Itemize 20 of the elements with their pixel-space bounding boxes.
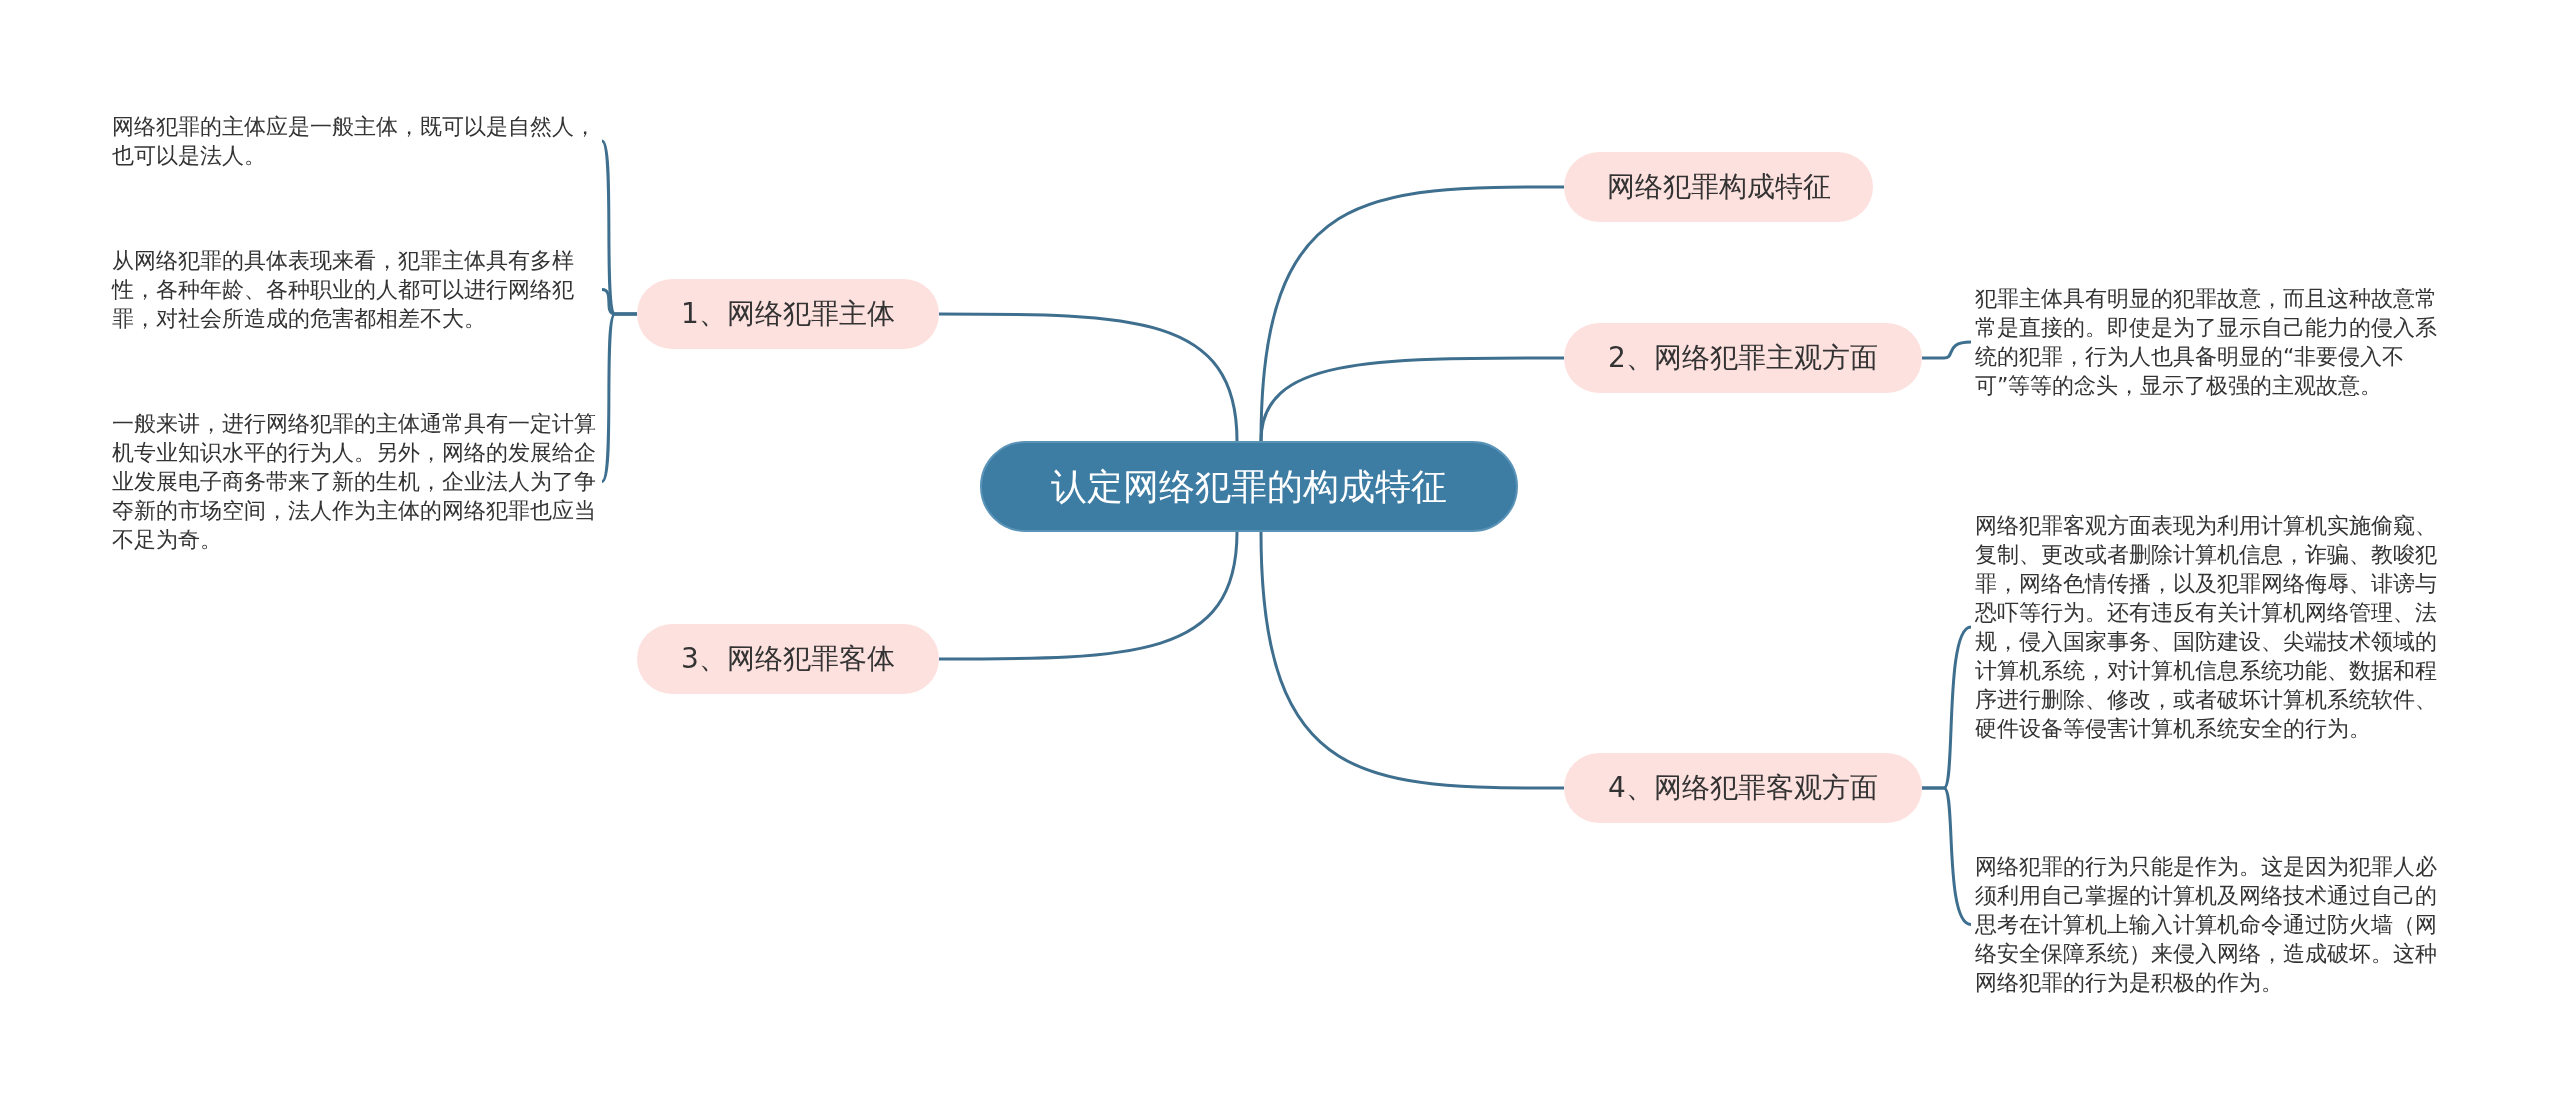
topic-box: 1、网络犯罪主体 xyxy=(637,279,939,349)
connector-line xyxy=(1259,356,1564,442)
topic-box: 2、网络犯罪主观方面 xyxy=(1564,323,1922,393)
note-text: 网络犯罪的主体应是一般主体，既可以是自然人，也可以是法人。 xyxy=(112,112,598,170)
connector-line xyxy=(939,531,1239,661)
connector-line xyxy=(1259,531,1564,790)
connector-line xyxy=(1259,185,1564,442)
connector-line xyxy=(939,312,1239,442)
central-topic: 认定网络犯罪的构成特征 xyxy=(980,441,1518,532)
topic-box: 4、网络犯罪客观方面 xyxy=(1564,753,1922,823)
connector-line xyxy=(600,312,637,483)
note-text: 从网络犯罪的具体表现来看，犯罪主体具有多样性，各种年龄、各种职业的人都可以进行网络犯罪，对社会所造成的危害都相差不大。 xyxy=(112,246,598,333)
note-text: 犯罪主体具有明显的犯罪故意，而且这种故意常常是直接的。即使是为了显示自己能力的侵入系统的犯罪，行为人也具备明显的“非要侵入不可”等等的念头，显示了极强的主观故意。 xyxy=(1975,284,2457,400)
connector-line xyxy=(1922,340,1972,360)
note-text: 网络犯罪客观方面表现为利用计算机实施偷窥、复制、更改或者删除计算机信息，诈骗、教唆犯罪，网络色情传播，以及犯罪网络侮辱、诽谤与恐吓等行为。还有违反有关计算机网络管理、法规，侵入国家事务、国防建设、尖端技术领域的计算机系统，对计算机信息系统功能、数据和程序进行删除、修改，或者破坏计算机系统软件、硬件设备等侵害计算机系统安全的行为。 xyxy=(1975,511,2457,743)
note-text: 一般来讲，进行网络犯罪的主体通常具有一定计算机专业知识水平的行为人。另外，网络的发展给企业发展电子商务带来了新的生机，企业法人为了争夺新的市场空间，法人作为主体的网络犯罪也应当不足为奇。 xyxy=(112,409,598,554)
note-text: 网络犯罪的行为只能是作为。这是因为犯罪人必须利用自己掌握的计算机及网络技术通过自己的思考在计算机上输入计算机命令通过防火墙（网络安全保障系统）来侵入网络，造成破坏。这种网络犯罪的行为是积极的作为。 xyxy=(1975,852,2457,997)
topic-box: 3、网络犯罪客体 xyxy=(637,624,939,694)
connector-line xyxy=(1922,786,1972,926)
topic-box: 网络犯罪构成特征 xyxy=(1564,152,1873,222)
